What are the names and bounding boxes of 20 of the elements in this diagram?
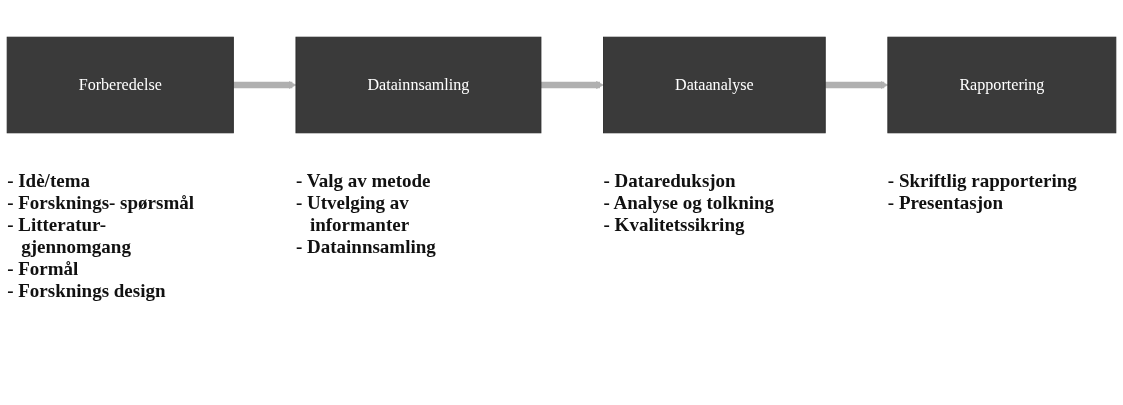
arrow — [233, 81, 297, 89]
list-item: - Formål — [7, 258, 80, 280]
list-item: - Skriftlig rapportering — [887, 170, 1078, 192]
list-item: - Datainnsamling — [295, 236, 437, 258]
list-item: - Idè/tema — [7, 170, 91, 192]
list-item: - Analyse og tolkning — [603, 192, 776, 214]
list-item: - Forsknings- spørsmål — [7, 192, 195, 214]
list-item: - Valg av metode — [295, 170, 432, 192]
list-item: - Litteratur- gjennomgang — [7, 214, 132, 258]
list-item: - Presentasjon — [887, 192, 1005, 214]
list-item: - Kvalitetssikring — [603, 214, 746, 236]
node-box: Forberedelse — [6, 36, 234, 134]
list-item: - Forsknings design — [7, 280, 167, 302]
arrow — [825, 81, 889, 89]
node-box: Rapportering — [887, 36, 1117, 134]
list-item: - Datareduksjon — [603, 170, 737, 192]
arrow — [540, 81, 604, 89]
list-item: - Utvelging av informanter — [295, 192, 411, 236]
node-box: Datainnsamling — [295, 36, 542, 134]
node-box: Dataanalyse — [603, 36, 826, 134]
